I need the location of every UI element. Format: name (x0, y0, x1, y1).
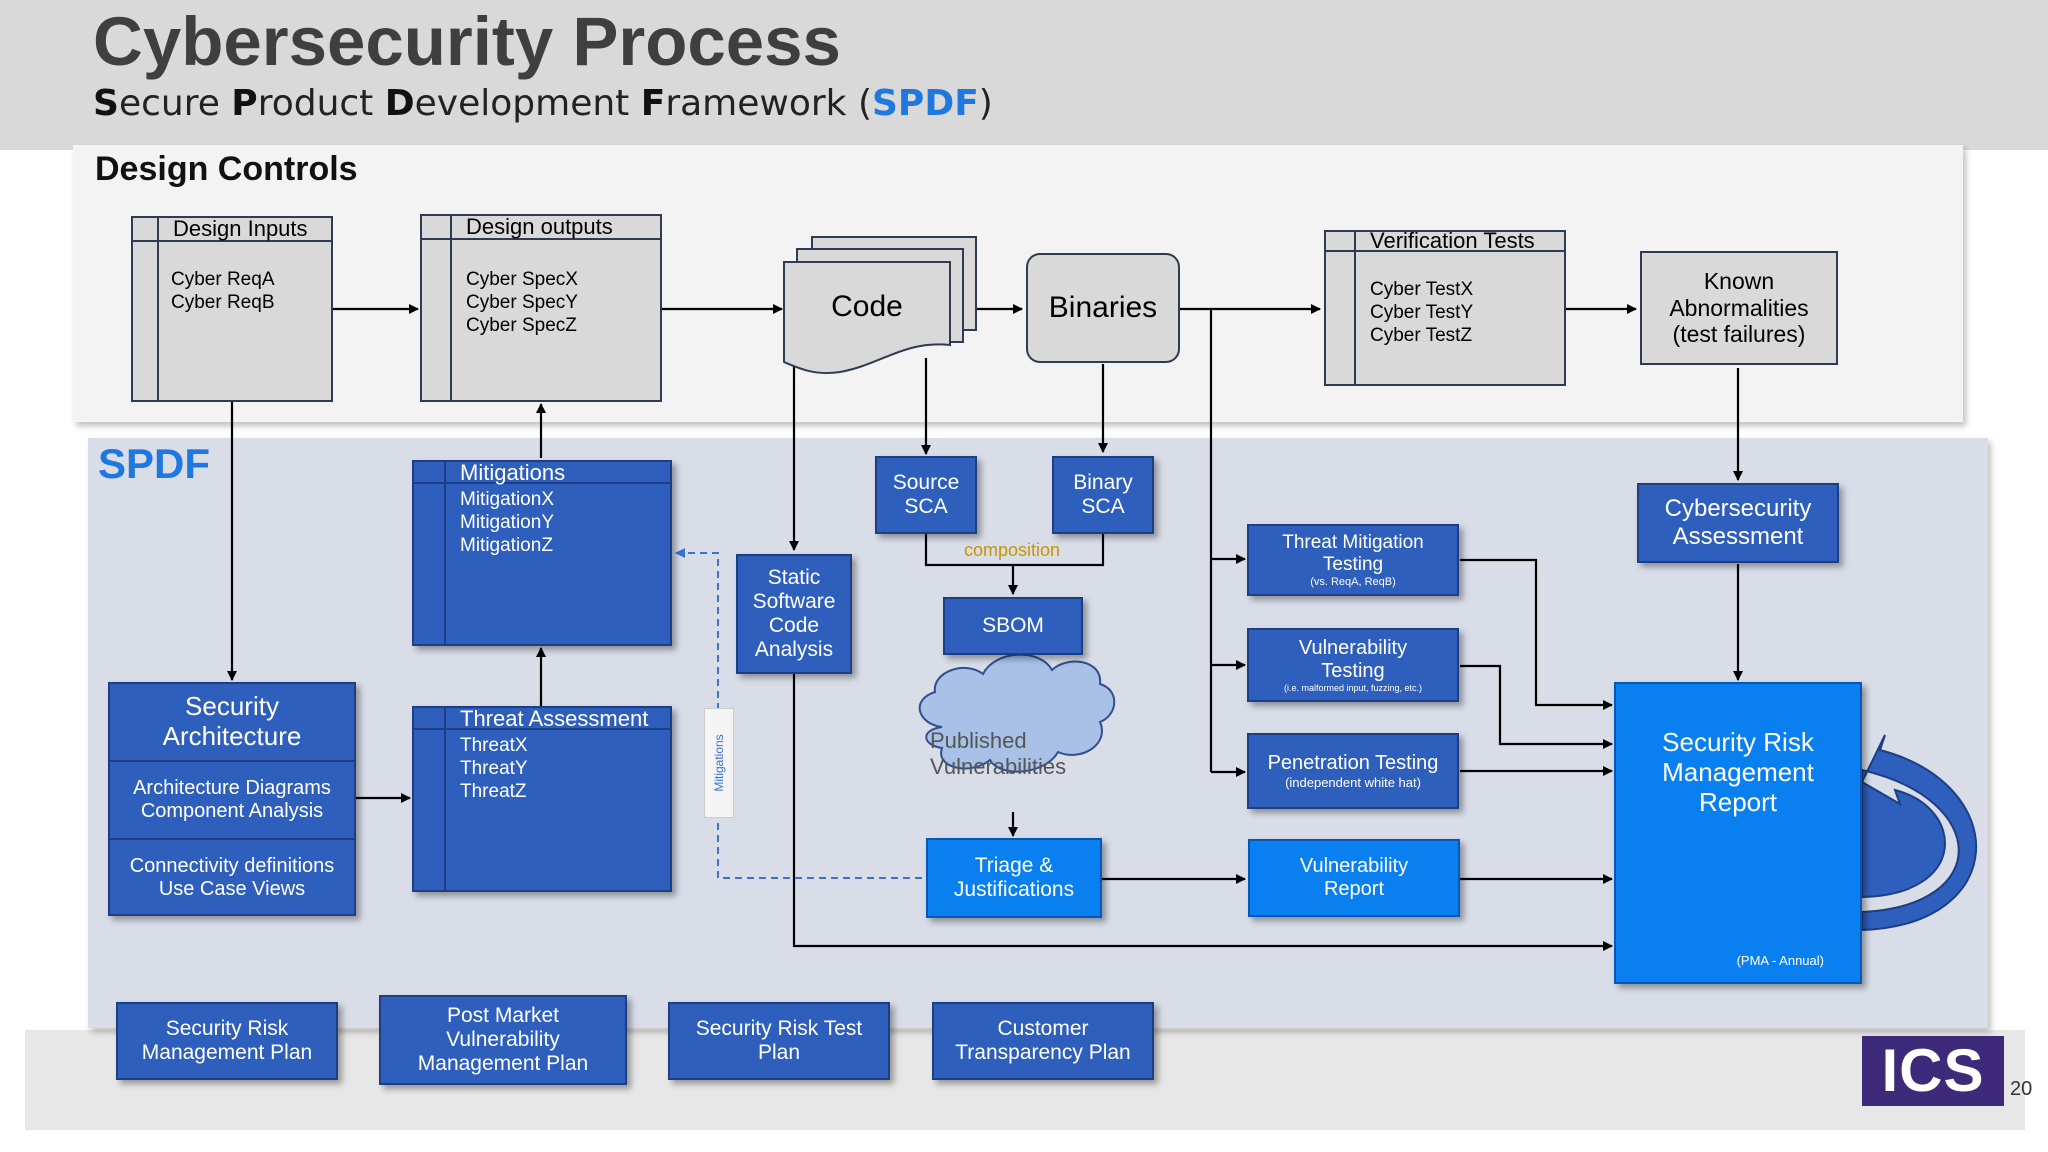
design-inputs-header: Design Inputs (173, 216, 308, 241)
spdf-title: SPDF (98, 440, 211, 487)
security-architecture-title: Security Architecture (162, 691, 302, 751)
design-inputs-band (133, 218, 331, 242)
plan-post-market-vulnerability: Post Market Vulnerability Management Pla… (379, 995, 627, 1085)
threat-mitigation-testing-title: Threat Mitigation Testing (1282, 532, 1424, 575)
header-band (0, 0, 2048, 150)
security-risk-report-note: (PMA - Annual) (1736, 953, 1824, 968)
design-outputs-rule (450, 216, 452, 400)
threat-mitigation-testing-box: Threat Mitigation Testing (vs. ReqA, Req… (1247, 524, 1459, 596)
source-sca-label: Source SCA (892, 470, 960, 518)
static-analysis-box: Static Software Code Analysis (736, 554, 852, 674)
plan-security-risk-test: Security Risk Test Plan (668, 1002, 890, 1080)
subtitle-letter-f: F (640, 83, 666, 124)
composition-label: composition (963, 540, 1061, 560)
mitigations-box: Mitigations MitigationX MitigationY Miti… (412, 460, 672, 646)
subtitle-text-3: evelopment (414, 83, 641, 124)
cybersecurity-assessment-box: Cybersecurity Assessment (1637, 483, 1839, 563)
design-outputs-list: Cyber SpecX Cyber SpecY Cyber SpecZ (466, 269, 578, 336)
architecture-diagrams-text: Architecture Diagrams Component Analysis (133, 777, 331, 822)
threat-assessment-list: ThreatX ThreatY ThreatZ (460, 735, 528, 802)
binary-sca-box: Binary SCA (1052, 456, 1154, 534)
verification-tests-header: Verification Tests (1370, 228, 1535, 253)
sbom-box: SBOM (943, 597, 1083, 655)
subtitle-text-5: ) (978, 83, 993, 124)
published-vulnerabilities-text: Published Vulnerabilities (930, 728, 1067, 779)
design-controls-title: Design Controls (95, 150, 358, 188)
design-outputs-band (422, 216, 660, 240)
slide-subtitle: Secure Product Development Framework (SP… (93, 82, 993, 126)
sbom-label: SBOM (982, 614, 1044, 637)
published-vulnerabilities-label: Published Vulnerabilities (930, 728, 1090, 780)
security-architecture-title-cell: Security Architecture (110, 684, 354, 762)
ics-logo: ICS (1862, 1036, 2004, 1106)
plan-security-risk-management-label: Security Risk Management Plan (141, 1016, 313, 1064)
design-inputs-box: Design Inputs Cyber ReqA Cyber ReqB (131, 216, 333, 402)
design-outputs-box: Design outputs Cyber SpecX Cyber SpecY C… (420, 214, 662, 402)
subtitle-acronym: SPDF (872, 83, 979, 124)
security-risk-report-title: Security Risk Management Report (1662, 727, 1814, 817)
subtitle-letter-p: P (231, 83, 258, 124)
source-sca-box: Source SCA (875, 456, 977, 534)
vulnerability-report-label: Vulnerability Report (1299, 855, 1409, 900)
page-number: 20 (2010, 1078, 2033, 1100)
triage-box: Triage & Justifications (926, 838, 1102, 918)
security-architecture-row1: Architecture Diagrams Component Analysis (110, 762, 354, 840)
mitigations-side-label: Mitigations (712, 734, 726, 792)
static-analysis-label: Static Software Code Analysis (752, 565, 836, 662)
penetration-testing-note: (independent white hat) (1285, 775, 1421, 790)
binary-sca-label: Binary SCA (1073, 470, 1133, 518)
mitigations-band (414, 462, 670, 484)
subtitle-text-1: ecure (118, 83, 232, 124)
security-risk-report-box: Security Risk Management Report (PMA - A… (1614, 682, 1862, 984)
vulnerability-testing-box: Vulnerability Testing (i.e. malformed in… (1247, 628, 1459, 702)
subtitle-letter-d: D (384, 83, 415, 124)
vulnerability-testing-note: (i.e. malformed input, fuzzing, etc.) (1283, 683, 1423, 693)
subtitle-letter-s: S (93, 83, 119, 124)
plan-customer-transparency-label: Customer Transparency Plan (955, 1016, 1131, 1064)
plan-security-risk-test-label: Security Risk Test Plan (695, 1016, 863, 1064)
connectivity-definitions-text: Connectivity definitions Use Case Views (129, 855, 335, 900)
threat-assessment-rule (444, 708, 446, 890)
known-abnormalities-label: Known Abnormalities (test failures) (1669, 268, 1809, 348)
verification-tests-rule (1354, 232, 1356, 384)
verification-tests-band (1326, 232, 1564, 252)
design-outputs-header: Design outputs (466, 214, 613, 239)
verification-tests-box: Verification Tests Cyber TestX Cyber Tes… (1324, 228, 1566, 386)
subtitle-text-2: roduct (257, 83, 385, 124)
verification-tests-list: Cyber TestX Cyber TestY Cyber TestZ (1370, 279, 1474, 346)
plan-post-market-vulnerability-label: Post Market Vulnerability Management Pla… (417, 1003, 589, 1076)
penetration-testing-box: Penetration Testing (independent white h… (1247, 733, 1459, 809)
ics-logo-text: ICS (1881, 1037, 1985, 1104)
code-label: Code (831, 290, 903, 323)
known-abnormalities-box: Known Abnormalities (test failures) (1640, 251, 1838, 365)
slide-title: Cybersecurity Process (93, 3, 841, 80)
binaries-box: Binaries (1026, 253, 1180, 363)
plan-customer-transparency: Customer Transparency Plan (932, 1002, 1154, 1080)
security-architecture-box: Security Architecture Architecture Diagr… (108, 682, 356, 916)
mitigations-header: Mitigations (460, 460, 566, 485)
mitigations-rule (444, 462, 446, 644)
vulnerability-testing-title: Vulnerability Testing (1298, 637, 1408, 682)
threat-assessment-box: Threat Assessment ThreatX ThreatY Threat… (412, 706, 672, 892)
design-inputs-list: Cyber ReqA Cyber ReqB (171, 269, 275, 313)
mitigations-side-tag: Mitigations (704, 708, 734, 818)
binaries-label: Binaries (1048, 291, 1158, 324)
vulnerability-report-box: Vulnerability Report (1248, 839, 1460, 917)
security-architecture-row2: Connectivity definitions Use Case Views (110, 840, 354, 916)
subtitle-text-4: ramework ( (665, 83, 872, 124)
plan-security-risk-management: Security Risk Management Plan (116, 1002, 338, 1080)
penetration-testing-title: Penetration Testing (1267, 752, 1439, 774)
threat-mitigation-testing-note: (vs. ReqA, ReqB) (1310, 575, 1396, 588)
threat-assessment-header: Threat Assessment (460, 706, 649, 731)
threat-assessment-band (414, 708, 670, 730)
design-inputs-rule (157, 218, 159, 400)
mitigations-list: MitigationX MitigationY MitigationZ (460, 489, 554, 556)
triage-label: Triage & Justifications (953, 853, 1075, 901)
cybersecurity-assessment-label: Cybersecurity Assessment (1664, 495, 1812, 550)
